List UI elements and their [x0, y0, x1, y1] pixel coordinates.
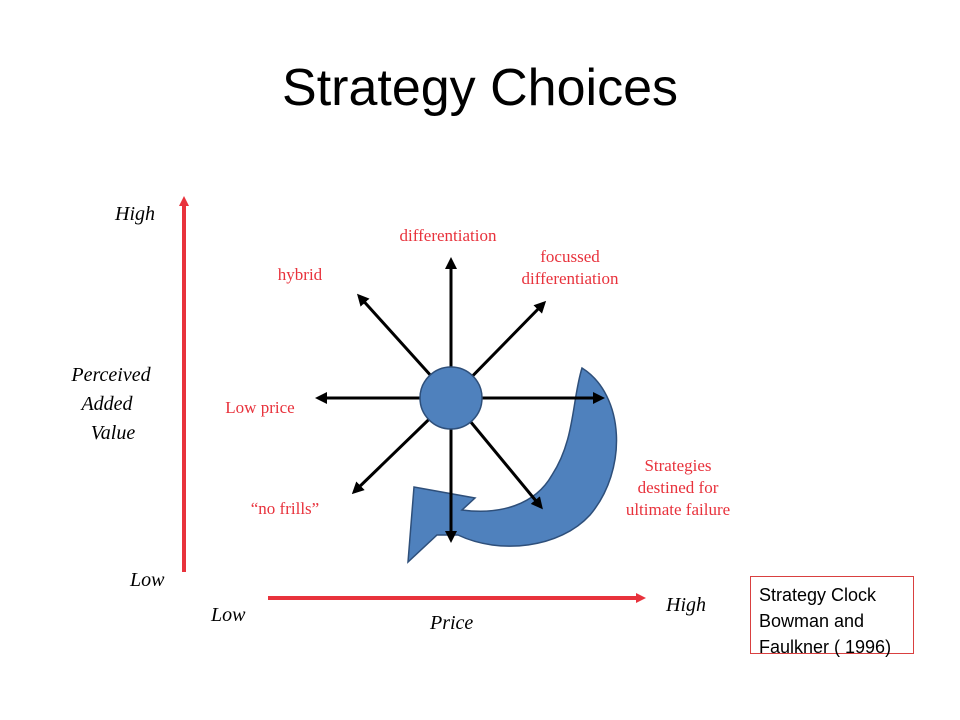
page-title: Strategy Choices — [282, 59, 678, 117]
x-axis-high-label: High — [666, 594, 706, 616]
y-axis-low-label: Low — [130, 569, 165, 591]
y-axis-title-line: Value — [90, 422, 136, 444]
caption-line: Strategy Clock — [759, 585, 877, 605]
label-low-price: Low price — [225, 398, 295, 417]
y-axis-title: Perceived Added Value — [50, 361, 180, 448]
failure-curved-arrow — [407, 366, 618, 564]
label-line: ultimate failure — [625, 500, 731, 519]
caption-text: Strategy Clock Bowman and Faulkner ( 199… — [759, 582, 929, 660]
label-no-frills: “no frills” — [250, 499, 320, 518]
y-axis-title-line: Perceived — [71, 364, 151, 386]
x-axis-low-label: Low — [211, 604, 246, 626]
clock-hub — [419, 366, 483, 430]
x-axis-title: Price — [430, 612, 474, 634]
caption-line: Bowman and — [759, 611, 865, 631]
caption-line: Faulkner ( 1996) — [759, 637, 892, 657]
label-line: differentiation — [521, 269, 619, 288]
y-axis-title-line: Added — [81, 393, 133, 415]
label-focussed-differentiation: focussed differentiation — [498, 246, 642, 290]
label-line: focussed — [540, 247, 600, 266]
label-line: destined for — [637, 478, 719, 497]
caption-box — [750, 576, 914, 654]
label-failure: Strategies destined for ultimate failure — [607, 455, 749, 521]
label-differentiation: differentiation — [399, 226, 497, 245]
label-hybrid: hybrid — [277, 265, 323, 284]
label-line: Strategies — [644, 456, 712, 475]
y-axis-high-label: High — [115, 203, 155, 225]
